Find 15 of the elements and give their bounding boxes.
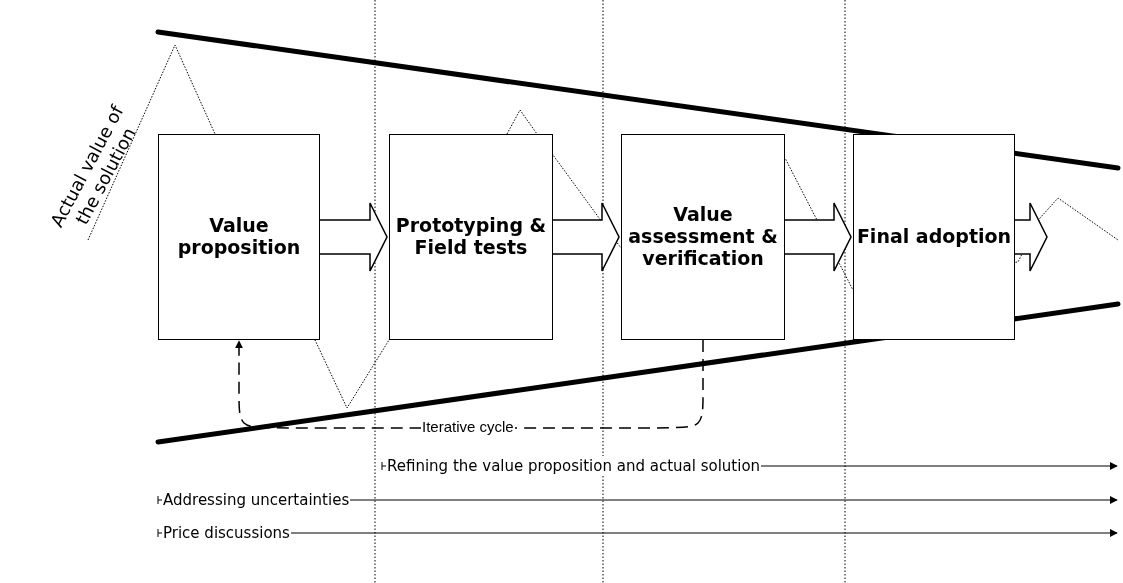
step-label: Final adoption [856, 226, 1012, 248]
timeline-label: Addressing uncertainties [162, 490, 351, 510]
step-label: Prototyping & Field tests [394, 215, 548, 259]
timeline-label: Refining the value proposition and actual solution [386, 456, 762, 476]
process-box [389, 134, 553, 340]
block-arrow [552, 202, 620, 272]
block-arrow [319, 202, 388, 272]
edge-label: Iterative cycle [421, 418, 515, 435]
step-label: Value proposition [176, 215, 302, 259]
step-label: Value assessment & verification [627, 204, 779, 270]
block-arrow [1014, 202, 1048, 272]
process-box [621, 134, 785, 340]
process-box [158, 134, 320, 340]
process-box [853, 134, 1015, 340]
block-arrow [784, 202, 852, 272]
